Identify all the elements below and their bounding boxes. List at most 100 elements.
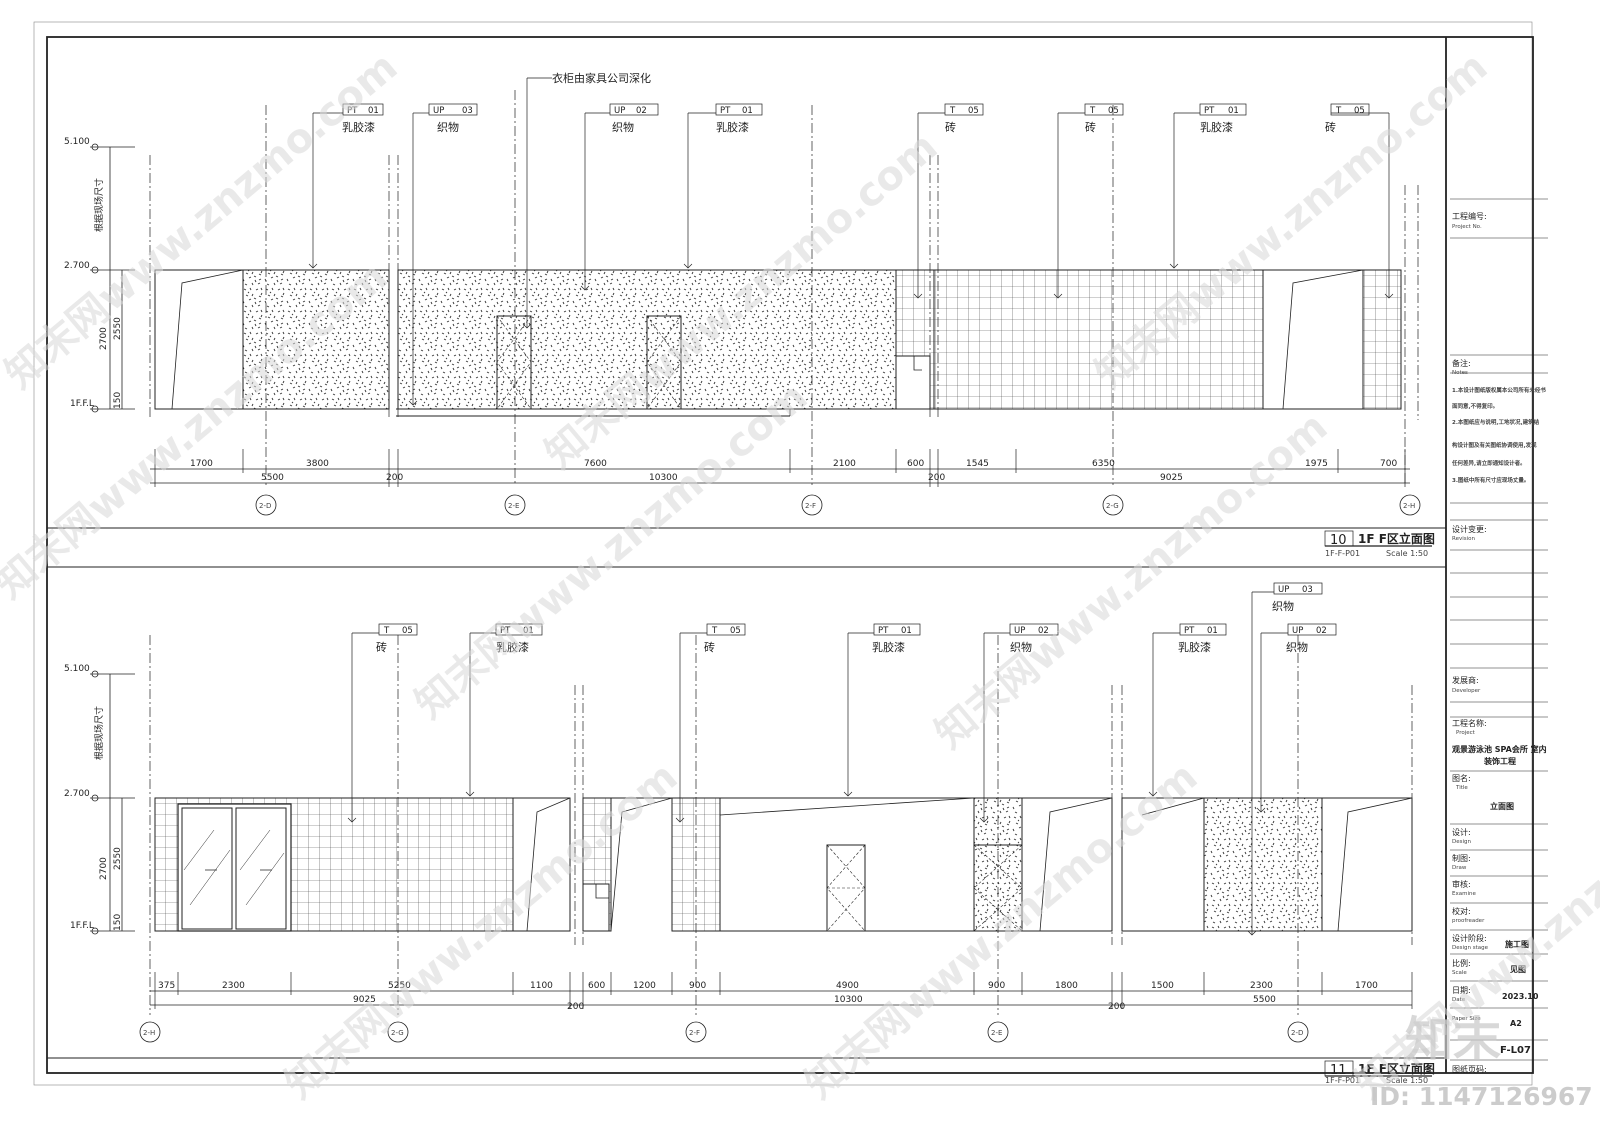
svg-text:9025: 9025 — [1160, 473, 1183, 483]
elevation-10: 5.100 2.700 1F.F.L 根据现场尺寸 2700 2550 150 — [64, 71, 1435, 558]
dimension-lines — [150, 972, 1413, 1009]
svg-text:砖: 砖 — [704, 640, 715, 654]
svg-text:200: 200 — [386, 473, 403, 483]
level-5100: 5.100 — [64, 137, 90, 147]
svg-text:375: 375 — [158, 981, 175, 991]
svg-text:1800: 1800 — [1055, 981, 1078, 991]
wall-elevation — [154, 269, 1402, 417]
svg-text:A2: A2 — [1510, 1019, 1522, 1028]
svg-text:3.图纸中所有尺寸应现场丈量。: 3.图纸中所有尺寸应现场丈量。 — [1452, 476, 1529, 484]
svg-text:Notes: Notes — [1452, 370, 1468, 376]
svg-text:Project: Project — [1456, 730, 1476, 736]
svg-text:2-G: 2-G — [1106, 502, 1119, 510]
svg-text:1975: 1975 — [1305, 459, 1328, 469]
svg-text:比例:: 比例: — [1452, 958, 1471, 968]
svg-text:05: 05 — [968, 106, 979, 116]
svg-text:织物: 织物 — [612, 120, 634, 134]
elevation-11: 5.100 2.700 1F.F.L 根据现场尺寸 2700 2550 150 — [64, 582, 1435, 1085]
svg-text:01: 01 — [1207, 626, 1218, 636]
svg-text:600: 600 — [588, 981, 605, 991]
svg-text:设计阶段:: 设计阶段: — [1452, 933, 1487, 943]
svg-text:2300: 2300 — [1250, 981, 1273, 991]
side-text: 根据现场尺寸 — [93, 178, 105, 232]
svg-text:乳胶漆: 乳胶漆 — [1178, 640, 1211, 654]
svg-text:1200: 1200 — [633, 981, 656, 991]
svg-text:1F-F-P01: 1F-F-P01 — [1325, 549, 1360, 558]
svg-text:乳胶漆: 乳胶漆 — [496, 640, 529, 654]
level-2700: 2.700 — [64, 261, 90, 271]
svg-text:Draw: Draw — [1452, 865, 1467, 871]
svg-text:2-F: 2-F — [689, 1029, 700, 1037]
svg-text:2-H: 2-H — [143, 1029, 155, 1037]
svg-text:T: T — [383, 626, 390, 636]
svg-text:织物: 织物 — [1286, 640, 1308, 654]
wardrobe-note: 衣柜由家具公司深化 — [552, 71, 651, 85]
svg-text:T: T — [949, 106, 956, 116]
svg-text:01: 01 — [368, 106, 379, 116]
svg-text:1700: 1700 — [1355, 981, 1378, 991]
svg-text:2-D: 2-D — [1291, 1029, 1303, 1037]
svg-text:构设计图及有关图纸协调使用,发现: 构设计图及有关图纸协调使用,发现 — [1452, 441, 1537, 449]
watermark: 知末网www.znzmo.com 知末网www.znzmo.com 知末网www… — [0, 44, 1600, 1111]
svg-text:2100: 2100 — [833, 459, 856, 469]
svg-text:图纸页码:: 图纸页码: — [1452, 1064, 1487, 1074]
svg-text:T: T — [1335, 106, 1342, 116]
svg-text:织物: 织物 — [1272, 599, 1294, 613]
elevation-title: 10 1F F区立面图 1F-F-P01 Scale 1:50 — [1324, 530, 1435, 558]
svg-text:6350: 6350 — [1092, 459, 1115, 469]
svg-text:10300: 10300 — [834, 995, 863, 1005]
svg-text:01: 01 — [523, 626, 534, 636]
svg-text:UP: UP — [1014, 626, 1025, 636]
material-tags — [347, 582, 1337, 936]
svg-text:1F F区立面图: 1F F区立面图 — [1358, 531, 1435, 546]
svg-text:Paper Size: Paper Size — [1452, 1016, 1481, 1022]
svg-text:7600: 7600 — [584, 459, 607, 469]
svg-text:03: 03 — [462, 106, 473, 116]
wall-elevation — [154, 797, 1413, 932]
svg-text:2-F: 2-F — [805, 502, 816, 510]
svg-text:1500: 1500 — [1151, 981, 1174, 991]
svg-text:T: T — [711, 626, 718, 636]
svg-text:织物: 织物 — [1010, 640, 1032, 654]
elevation-title: 11 1F F区立面图 1F-F-P01 Scale 1:50 — [1324, 1060, 1435, 1085]
svg-text:T: T — [1089, 106, 1096, 116]
svg-text:proofreader: proofreader — [1452, 918, 1485, 924]
svg-text:900: 900 — [988, 981, 1005, 991]
height-2550: 2550 — [113, 317, 123, 340]
svg-text:05: 05 — [730, 626, 741, 636]
svg-text:Title: Title — [1455, 785, 1468, 791]
svg-text:Developer: Developer — [1452, 688, 1481, 694]
svg-text:校对:: 校对: — [1452, 906, 1471, 916]
level-5100: 5.100 — [64, 664, 90, 674]
svg-text:4900: 4900 — [836, 981, 859, 991]
svg-text:发展商:: 发展商: — [1452, 675, 1479, 685]
svg-text:乳胶漆: 乳胶漆 — [872, 640, 905, 654]
svg-text:砖: 砖 — [1325, 120, 1336, 134]
svg-text:Project No.: Project No. — [1452, 224, 1482, 230]
svg-text:9025: 9025 — [353, 995, 376, 1005]
svg-text:知末网www.znzmo.com: 知末网www.znzmo.com — [927, 404, 1336, 758]
level-marks — [90, 143, 135, 413]
svg-text:Date: Date — [1452, 997, 1466, 1003]
svg-text:UP: UP — [1278, 585, 1289, 595]
svg-text:01: 01 — [1228, 106, 1239, 116]
watermark-id: ID: 1147126967 — [1370, 1082, 1593, 1111]
svg-text:PT: PT — [500, 626, 511, 636]
svg-text:砖: 砖 — [945, 120, 956, 134]
svg-text:面同意,不得复印。: 面同意,不得复印。 — [1452, 402, 1498, 410]
svg-text:2-E: 2-E — [508, 502, 519, 510]
height-150: 150 — [113, 392, 123, 409]
svg-text:2-H: 2-H — [1403, 502, 1415, 510]
svg-text:1700: 1700 — [190, 459, 213, 469]
svg-text:PT: PT — [878, 626, 889, 636]
svg-text:工程编号:: 工程编号: — [1452, 211, 1487, 221]
svg-text:UP: UP — [614, 106, 625, 116]
level-ffl: 1F.F.L — [70, 399, 94, 409]
height-150: 150 — [113, 914, 123, 931]
dimension-text: 375 2300 5250 1100 600 1200 900 4900 900… — [158, 981, 1378, 1012]
level-2700: 2.700 — [64, 789, 90, 799]
svg-text:2023.10: 2023.10 — [1502, 992, 1539, 1001]
title-block — [1450, 198, 1548, 1061]
